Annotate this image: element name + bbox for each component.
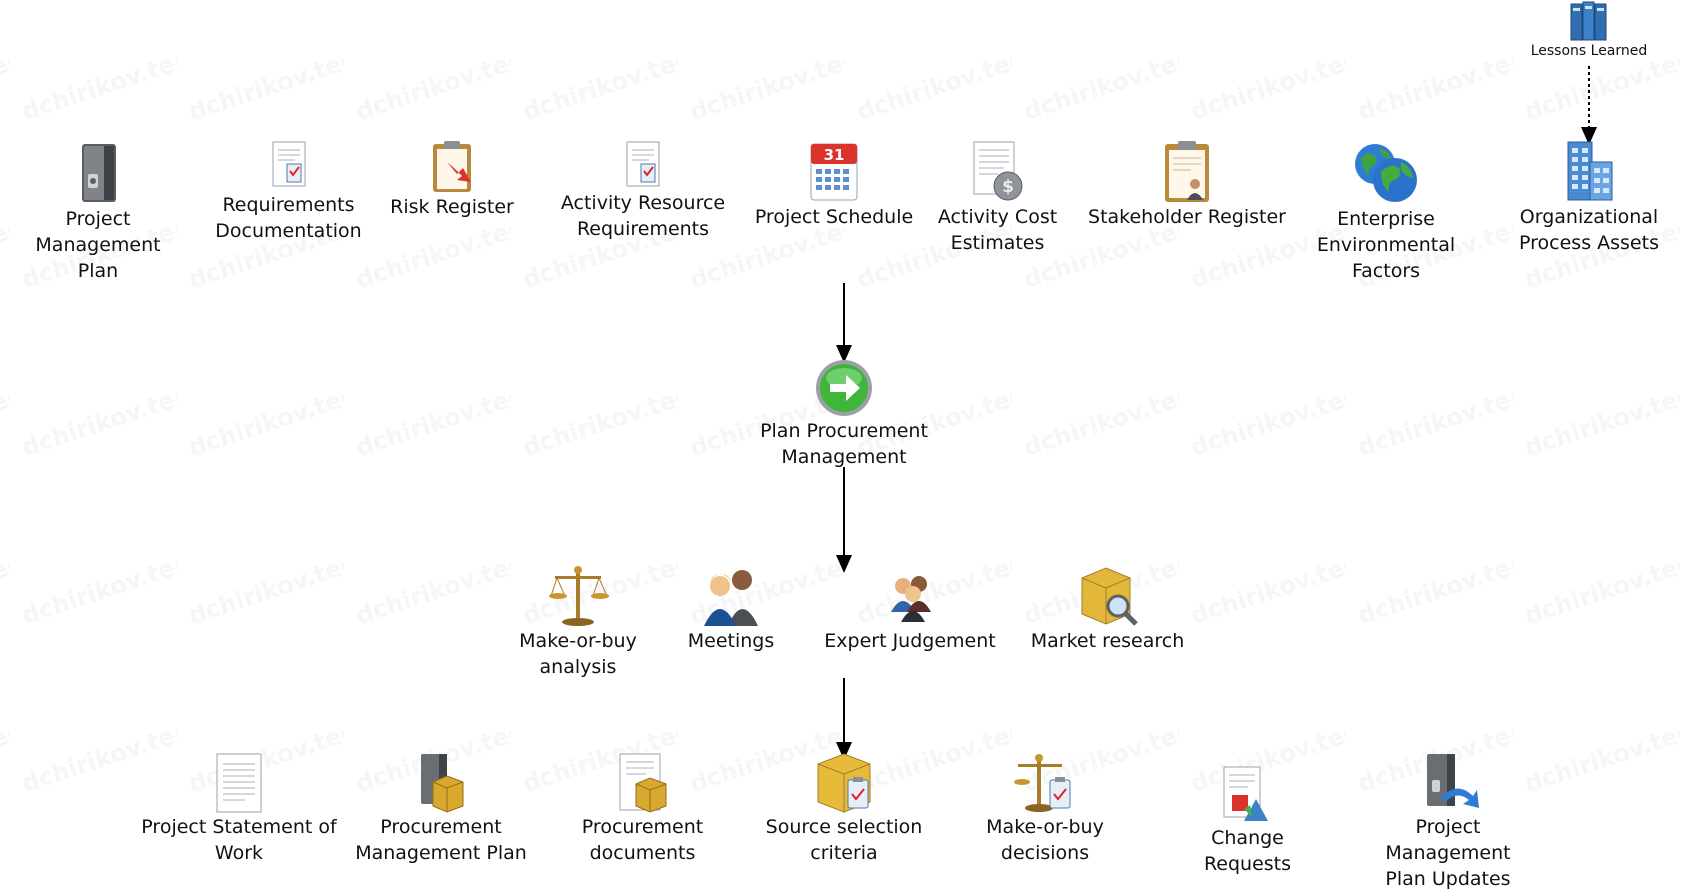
calendar-day-text: 31 <box>824 146 845 164</box>
risk-clipboard-icon <box>433 141 471 192</box>
input-label: Requirements Documentation <box>215 194 362 242</box>
output-change-requests: Change Requests <box>1165 765 1330 877</box>
flow-arrows <box>836 66 1597 760</box>
input-requirements-documentation: Requirements Documentation <box>196 140 381 244</box>
output-label: Make-or-buy decisions <box>986 816 1104 864</box>
books-icon <box>1570 1 1607 41</box>
output-label: Procurement Management Plan <box>355 816 527 864</box>
experts-icon <box>891 576 931 622</box>
input-organizational-process-assets: Organizational Process Assets <box>1508 140 1670 256</box>
input-label: Project Management Plan <box>35 208 161 282</box>
lessons-learned-label: Lessons Learned <box>1530 43 1648 59</box>
tool-meetings: Meetings <box>668 564 794 654</box>
input-project-schedule: 31 Project Schedule <box>752 140 916 230</box>
tool-label: Meetings <box>687 630 775 652</box>
building-icon <box>1567 141 1613 201</box>
document-icon <box>626 141 660 187</box>
tool-make-or-buy-analysis: Make-or-buy analysis <box>508 564 648 680</box>
globe-icon <box>1355 144 1417 202</box>
binder-update-icon <box>1427 754 1479 808</box>
cost-document-icon: $ <box>973 141 1022 201</box>
tool-label: Market research <box>1030 630 1185 652</box>
input-stakeholder-register: Stakeholder Register <box>1083 140 1291 230</box>
output-label: Project Statement of Work <box>141 816 337 864</box>
svg-text:$: $ <box>1002 177 1014 197</box>
output-label: Change Requests <box>1203 827 1292 875</box>
box-clipboard-icon <box>817 753 871 813</box>
input-label: Activity Cost Estimates <box>937 206 1058 254</box>
output-source-selection-criteria: Source selection criteria <box>754 752 934 866</box>
tool-label: Make-or-buy analysis <box>519 630 637 678</box>
binder-icon <box>82 144 116 202</box>
tool-expert-judgement: Expert Judgement <box>815 564 1005 654</box>
document-icon <box>272 141 305 187</box>
process-label: Plan Procurement Management <box>760 420 928 468</box>
output-label: Project Management Plan Updates <box>1385 816 1511 890</box>
input-risk-register: Risk Register <box>381 140 523 220</box>
stakeholder-clipboard-icon <box>1165 141 1209 202</box>
tool-market-research: Market research <box>1030 564 1185 654</box>
input-enterprise-environmental-factors: Enterprise Environmental Factors <box>1305 140 1467 284</box>
binder-box-icon <box>421 754 464 813</box>
calendar-icon: 31 <box>810 143 858 201</box>
scales-clipboard-icon <box>1014 754 1071 812</box>
output-label: Procurement documents <box>581 816 704 864</box>
scales-icon <box>549 566 609 626</box>
input-label: Project Schedule <box>754 206 914 228</box>
input-label: Activity Resource Requirements <box>560 192 726 240</box>
change-document-icon <box>1223 766 1268 821</box>
input-label: Organizational Process Assets <box>1519 206 1659 254</box>
document-icon <box>216 753 262 813</box>
input-activity-resource-requirements: Activity Resource Requirements <box>545 140 741 242</box>
input-activity-cost-estimates: $ Activity Cost Estimates <box>925 140 1070 256</box>
input-label: Enterprise Environmental Factors <box>1316 208 1456 282</box>
people-icon <box>704 570 758 626</box>
process-plan-procurement-management: Plan Procurement Management <box>744 358 944 470</box>
document-box-icon <box>619 753 666 813</box>
box-search-icon <box>1081 567 1138 626</box>
output-project-statement-of-work: Project Statement of Work <box>139 752 339 866</box>
input-label: Risk Register <box>390 196 514 218</box>
output-make-or-buy-decisions: Make-or-buy decisions <box>975 752 1115 866</box>
output-procurement-management-plan: Procurement Management Plan <box>346 752 536 866</box>
output-label: Source selection criteria <box>765 816 923 864</box>
input-project-management-plan: Project Management Plan <box>0 140 196 284</box>
lessons-learned-node: Lessons Learned <box>1529 0 1649 60</box>
input-label: Stakeholder Register <box>1088 206 1286 228</box>
tool-label: Expert Judgement <box>824 630 996 652</box>
output-procurement-documents: Procurement documents <box>565 752 720 866</box>
output-project-management-plan-updates: Project Management Plan Updates <box>1350 752 1546 892</box>
green-arrow-icon <box>816 360 872 416</box>
